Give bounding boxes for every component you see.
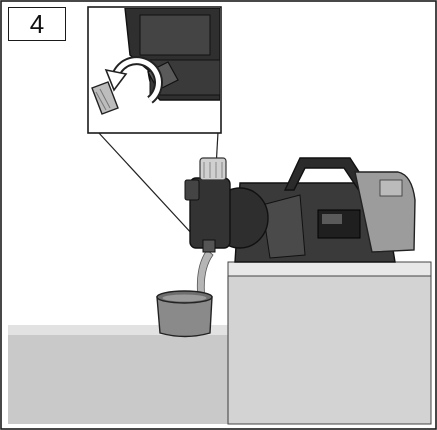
scene-background <box>8 261 432 425</box>
platform-right <box>227 261 432 425</box>
rotate-arrow-icon <box>104 56 163 104</box>
floor-left-top-edge <box>8 325 230 335</box>
garden-pump <box>184 157 416 263</box>
step-number-label: 4 <box>8 7 66 41</box>
detail-inset <box>87 6 222 134</box>
drain-cap-icon <box>91 81 119 115</box>
bucket <box>156 290 213 338</box>
floor-left <box>8 330 230 424</box>
platform-top-surface <box>227 261 432 277</box>
